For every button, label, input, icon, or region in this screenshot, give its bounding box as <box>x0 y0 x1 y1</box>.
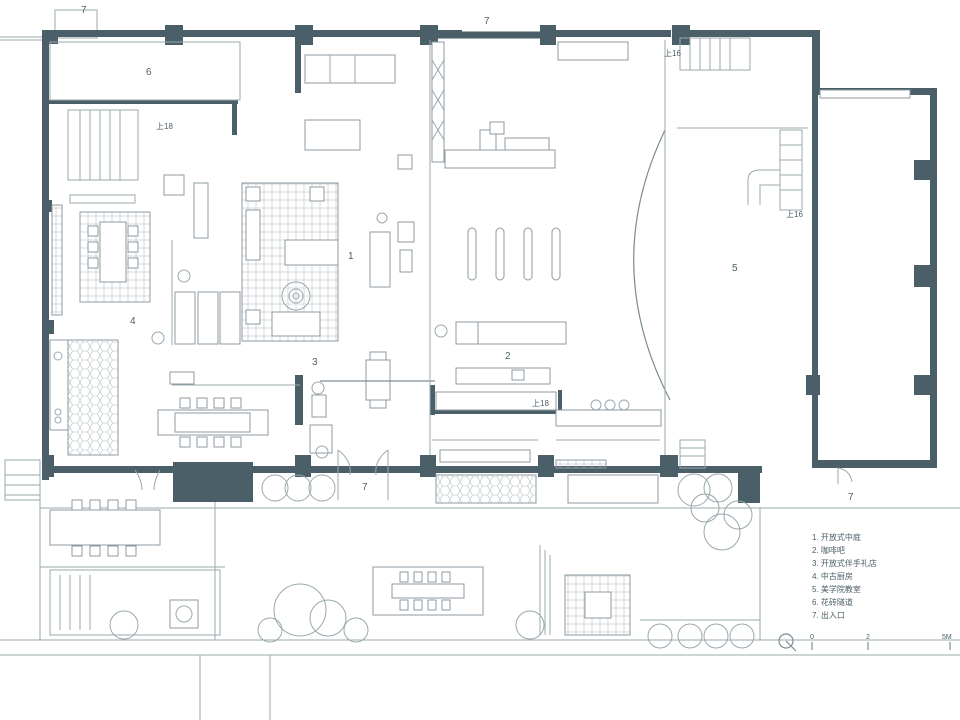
label-entrance-top-left: 7 <box>81 5 87 16</box>
label-atrium: 1 <box>348 251 354 262</box>
legend-item: 5. 美学院教室 <box>812 584 861 594</box>
scale-tick-label: 5M <box>942 634 952 641</box>
level-note-classroom-stair: 上16 <box>786 210 803 219</box>
label-gift-shop: 3 <box>312 357 318 368</box>
legend-item: 7. 出入口 <box>812 610 845 620</box>
scale-tick-label: 2 <box>866 634 870 641</box>
dining-table-left <box>157 397 269 448</box>
zone-tile-tunnel <box>49 41 241 101</box>
label-entrance-right: 7 <box>848 492 854 503</box>
level-note-top-stair: 上16 <box>664 49 681 58</box>
north-arrow-icon <box>778 633 797 652</box>
level-notes: 上18 上16 上16 上18 <box>156 49 803 408</box>
zone-coffee-bar <box>431 41 662 504</box>
zone-kitchen <box>49 109 195 456</box>
zone-classroom <box>633 37 911 469</box>
label-tile-tunnel: 6 <box>146 67 152 78</box>
site-context <box>0 9 960 720</box>
legend-item: 2. 咖啡吧 <box>812 545 845 555</box>
zone-atrium <box>151 40 435 459</box>
label-entrance-bottom: 7 <box>362 482 368 493</box>
exterior-furniture <box>49 449 853 649</box>
legend-item: 1. 开放式中庭 <box>812 532 861 542</box>
label-coffee-bar: 2 <box>505 351 511 362</box>
label-kitchen: 4 <box>130 316 136 327</box>
legend-item: 4. 中古厨房 <box>812 571 853 581</box>
scale-bar: 0 2 5M <box>810 634 952 650</box>
legend-item: 3. 开放式伴手礼店 <box>812 558 877 568</box>
label-entrance-top: 7 <box>484 16 490 27</box>
legend-item: 6. 花砖隧道 <box>812 597 853 607</box>
level-note-kitchen-stair: 上18 <box>156 122 173 131</box>
level-note-coffee-stair: 上18 <box>532 399 549 408</box>
room-labels: 1 2 3 4 5 6 7 7 7 7 <box>81 5 854 503</box>
legend: 1. 开放式中庭 2. 咖啡吧 3. 开放式伴手礼店 4. 中古厨房 5. 美学… <box>812 532 877 620</box>
label-classroom: 5 <box>732 263 738 274</box>
scale-tick-label: 0 <box>810 634 814 641</box>
